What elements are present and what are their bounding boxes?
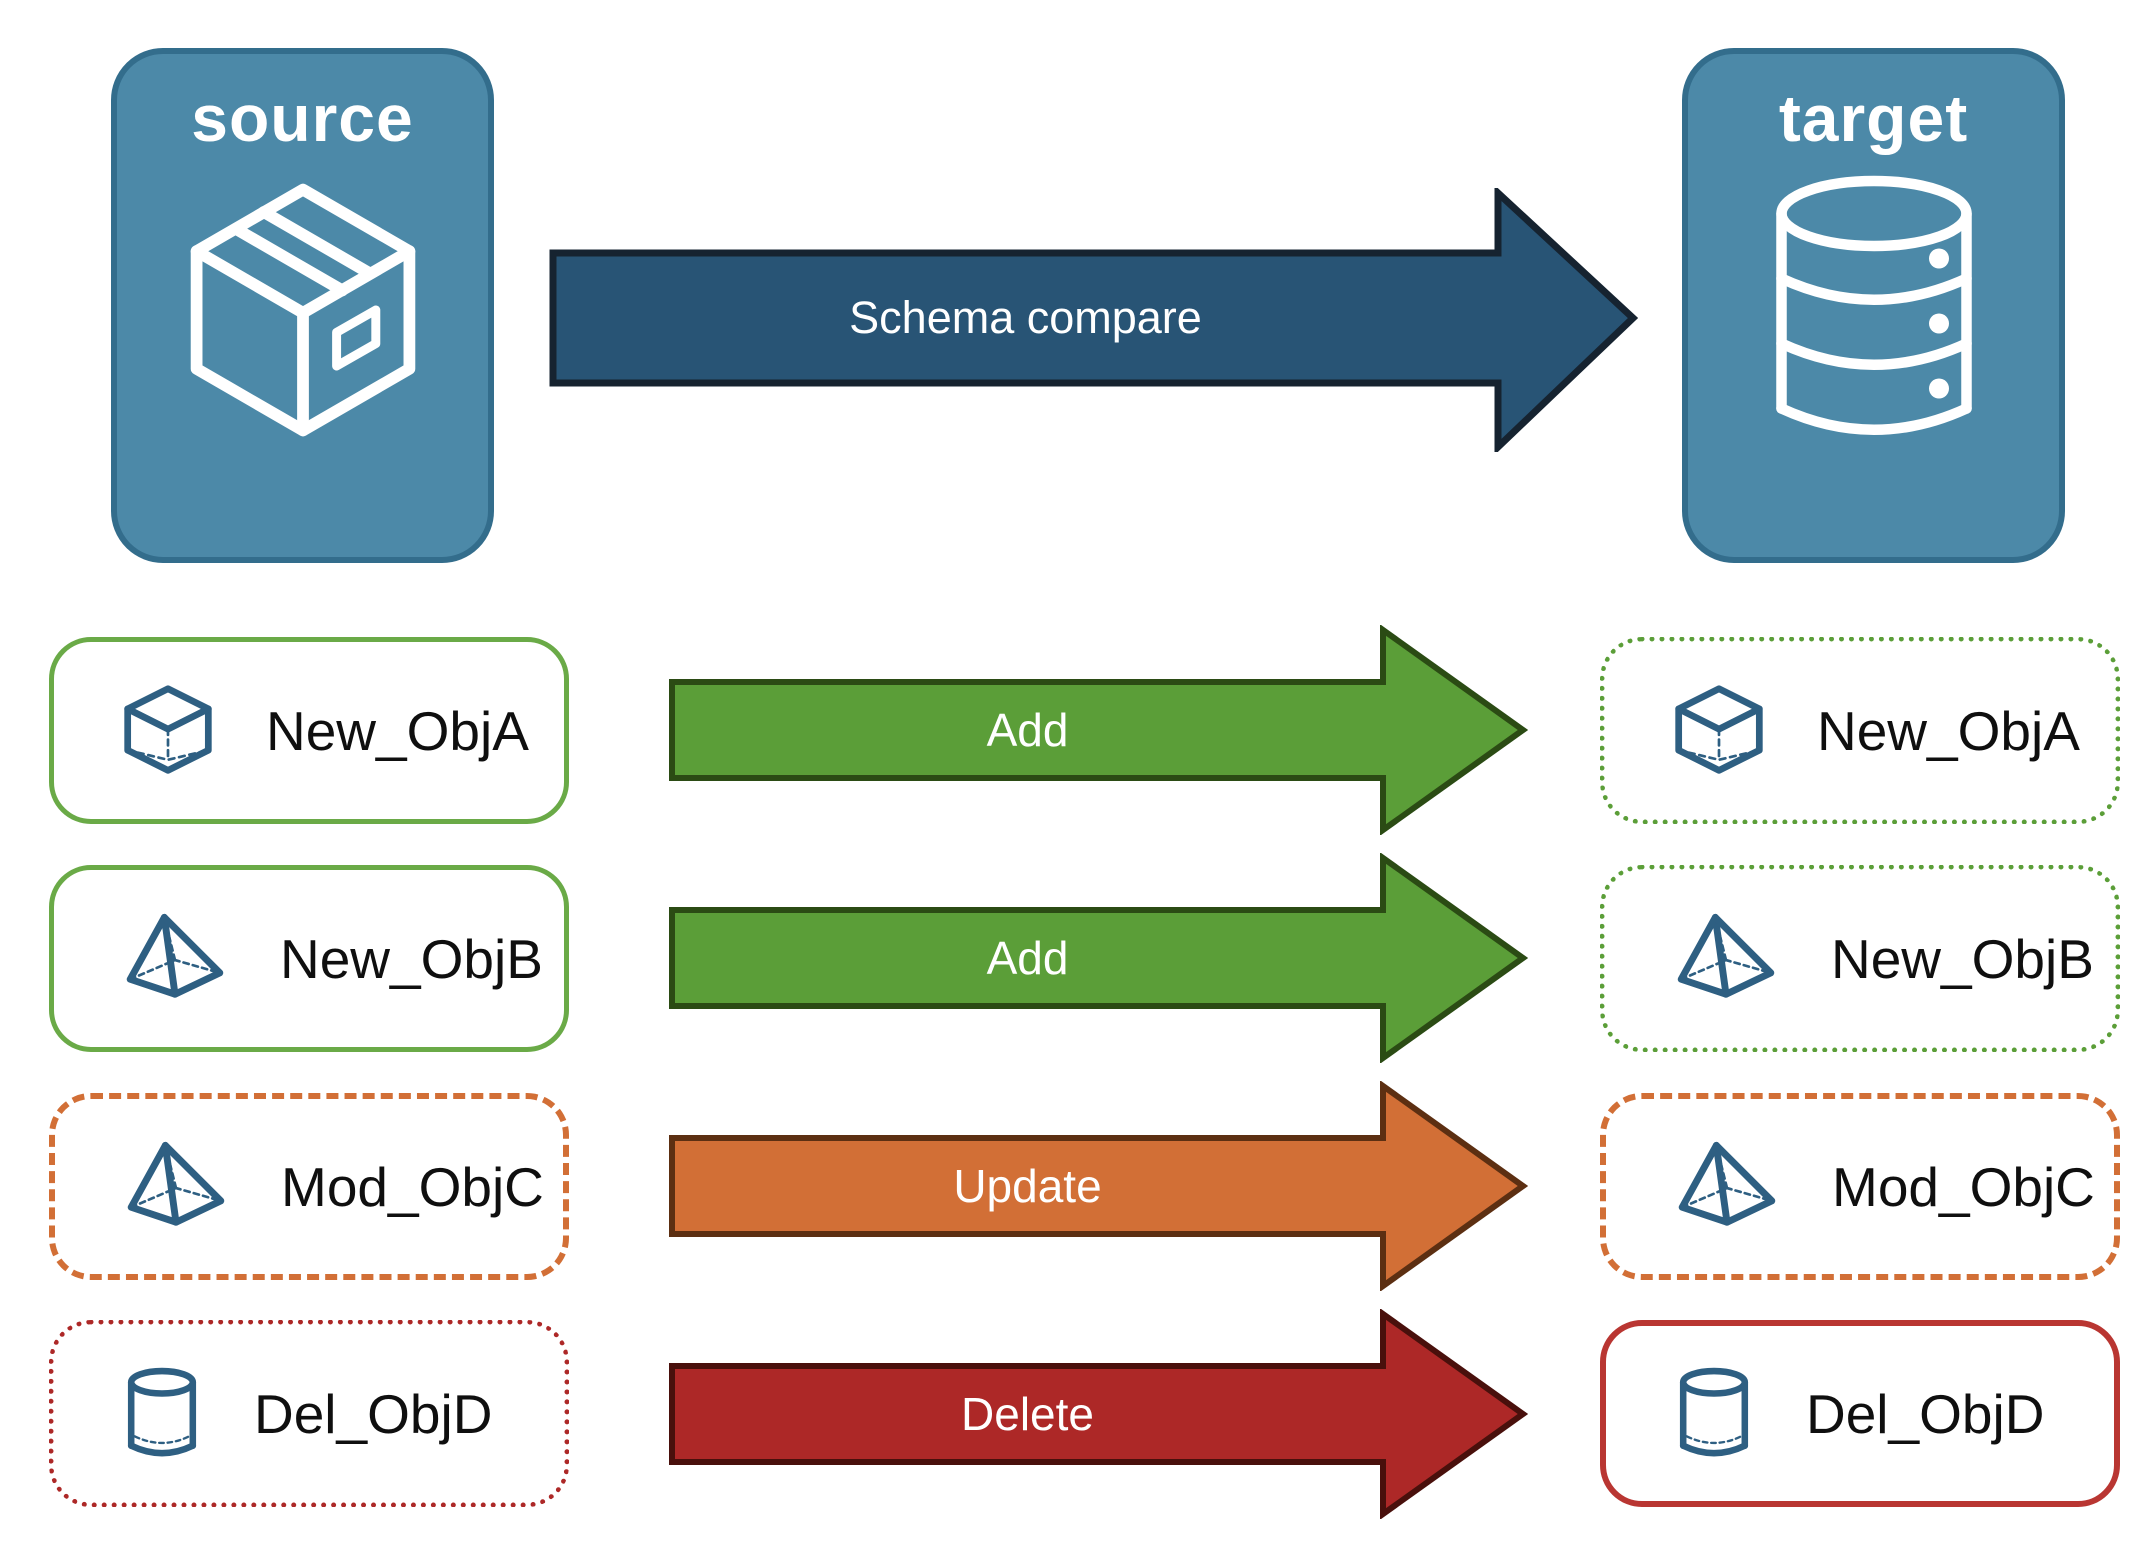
pyramid-icon [1677,913,1775,998]
pyramid-icon [126,913,224,998]
delete-arrow [669,1309,1528,1519]
cube-icon [1675,684,1763,774]
source-node: source [111,48,494,563]
object-label: Mod_ObjC [1832,1155,2095,1218]
target-node: target [1682,48,2065,563]
object-label: Del_ObjD [254,1382,493,1445]
target-object-card-mod-objc: Mod_ObjC [1600,1093,2120,1280]
target-object-card-del-objd: Del_ObjD [1600,1320,2120,1507]
object-label: Mod_ObjC [281,1155,544,1218]
cylinder-icon [1679,1367,1749,1456]
object-label: Del_ObjD [1806,1382,2045,1445]
database-icon [1775,175,1972,435]
schema-compare-arrow [549,188,1638,452]
pyramid-icon [127,1141,225,1226]
object-label: New_ObjA [266,699,529,762]
target-node-title: target [1778,81,1969,155]
pyramid-icon [1678,1141,1776,1226]
update-arrow [669,1081,1528,1291]
source-object-card-new-objb: New_ObjB [49,865,569,1052]
add-arrow [669,625,1528,835]
source-object-card-mod-objc: Mod_ObjC [49,1093,569,1280]
cube-icon [124,684,212,774]
source-object-card-new-obja: New_ObjA [49,637,569,824]
add-arrow [669,853,1528,1063]
object-label: New_ObjA [1817,699,2080,762]
object-label: New_ObjB [280,927,543,990]
cylinder-icon [127,1367,197,1456]
source-object-card-del-objd: Del_ObjD [49,1320,569,1507]
source-node-title: source [191,81,414,155]
target-object-card-new-objb: New_ObjB [1600,865,2120,1052]
package-icon [190,183,415,437]
target-object-card-new-obja: New_ObjA [1600,637,2120,824]
object-label: New_ObjB [1831,927,2094,990]
